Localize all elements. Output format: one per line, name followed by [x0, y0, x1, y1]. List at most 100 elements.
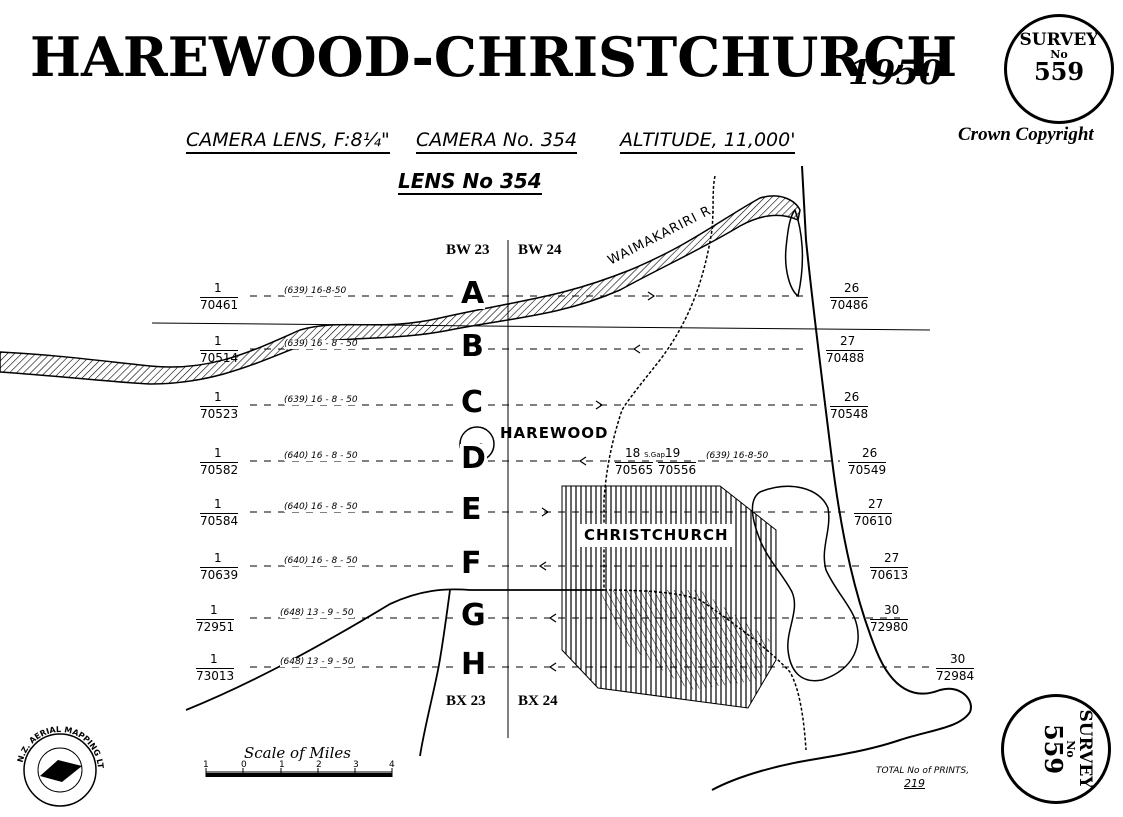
run-flight-info: (639) 16-8-50: [284, 286, 347, 296]
flight-runs: [250, 291, 930, 672]
altitude-label: ALTITUDE, 11,000': [620, 131, 796, 154]
flight-direction-arrow: [578, 456, 587, 466]
logo-plane-icon: [40, 760, 82, 782]
harewood-label: HAREWOOD: [500, 424, 609, 442]
flight-direction-arrow: [548, 613, 557, 623]
tile-label-bx23: BX 23: [446, 693, 486, 709]
scale-tick-label: 1: [279, 760, 285, 770]
gap-left-top-number: 18: [625, 446, 641, 460]
total-prints-label: TOTAL No of PRINTS,: [876, 766, 970, 776]
logo-text: N.Z. AERIAL MAPPING LTD.: [0, 0, 105, 769]
run-start-top: 1: [210, 603, 218, 617]
run-letter: A: [460, 276, 486, 311]
run-start-print: 70461: [200, 297, 239, 312]
gap-right-info: (639) 16-8-50: [706, 451, 769, 461]
flight-direction-arrow: [538, 561, 547, 571]
run-flight-info: (640) 16 - 8 - 50: [284, 556, 358, 566]
seal-no-word: No: [1050, 48, 1068, 61]
logo-ring: [23, 733, 97, 807]
survey-seal-top-text: SURVEY No 559: [1004, 32, 1114, 84]
gap-left-bottom: 70565: [615, 462, 654, 477]
main-road-south: [419, 589, 451, 757]
run-start-print: 70639: [200, 567, 239, 582]
scale-tick-label: 3: [353, 760, 359, 770]
gap-right-top: 19: [665, 446, 681, 460]
scale-tick-label: 2: [316, 760, 322, 770]
main-road-west: [185, 588, 604, 711]
tile-label-bw24: BW 24: [518, 242, 562, 258]
survey-seal-top: [1004, 14, 1114, 124]
run-letter: E: [460, 492, 483, 527]
run-letter: D: [460, 441, 487, 476]
gap-left-top: 18 S.Gap.: [625, 447, 667, 459]
run-letter: H: [460, 647, 488, 682]
gap-right-bottom: 70556: [658, 462, 697, 477]
run-end-top: 27: [868, 497, 884, 511]
run-end-print: 70549: [848, 462, 887, 477]
flight-direction-arrow: [632, 344, 641, 354]
estuary-outline: [751, 485, 859, 682]
run-start-top: 1: [214, 446, 222, 460]
seal-survey-word: SURVEY: [1019, 30, 1099, 50]
run-end-print: 70488: [826, 350, 865, 365]
run-start-print: 70584: [200, 513, 239, 528]
survey-seal-bottom: [1001, 694, 1111, 804]
scale-tick-label: 4: [389, 760, 395, 770]
logo-inner-ring: [37, 747, 83, 793]
run-end-print: 72980: [870, 619, 909, 634]
scale-bar-fill: [206, 773, 392, 777]
aerial-mapping-logo: N.Z. AERIAL MAPPING LTD.: [0, 0, 105, 807]
flight-direction-arrow: [595, 400, 604, 410]
run-end-print: 70610: [854, 513, 893, 528]
run-start-top: 1: [214, 497, 222, 511]
coastline: [711, 165, 972, 791]
run-end-print: 70613: [870, 567, 909, 582]
run-end-print: 70486: [830, 297, 869, 312]
run-start-top: 1: [214, 551, 222, 565]
run-letter: C: [460, 385, 485, 420]
map-year: 1950: [848, 53, 943, 93]
run-start-top: 1: [210, 652, 218, 666]
river-mouth-spit: [784, 208, 804, 298]
flight-direction-arrow: [647, 291, 656, 301]
tile-label-bx24: BX 24: [518, 693, 558, 709]
run-flight-info: (640) 16 - 8 - 50: [284, 502, 358, 512]
run-end-top: 26: [844, 281, 860, 295]
run-flight-info: (648) 13 - 9 - 50: [280, 608, 354, 618]
camera-lens-label: CAMERA LENS, F:8¼": [186, 131, 390, 154]
scale-tick-label: 0: [241, 760, 247, 770]
scale-tick-label: 1: [203, 760, 209, 770]
christchurch-urban-area-shading: [600, 590, 770, 690]
grid-line-horizontal: [151, 322, 931, 331]
run-end-top: 26: [862, 446, 878, 460]
run-end-top: 26: [844, 390, 860, 404]
tile-label-bw23: BW 23: [446, 242, 490, 258]
lens-number-label: LENS No 354: [398, 169, 542, 195]
waimakariri-river: [0, 195, 801, 385]
flight-direction-arrow: [548, 662, 557, 672]
railway-north: [603, 175, 716, 590]
run-start-print: 70514: [200, 350, 239, 365]
total-prints: TOTAL No of PRINTS, 219: [876, 766, 969, 790]
run-start-print: 73013: [196, 668, 235, 683]
run-end-top: 27: [840, 334, 856, 348]
copyright-notice: Crown Copyright: [958, 124, 1094, 145]
scale-bar-ticks: [205, 768, 393, 777]
run-letter: G: [460, 598, 487, 633]
seal-number: 559: [1033, 57, 1085, 86]
map-title: HAREWOOD-CHRISTCHURCH: [30, 25, 958, 89]
total-prints-value: 219: [904, 776, 925, 790]
run-flight-info: (639) 16 - 8 - 50: [284, 339, 358, 349]
run-end-top: 30: [950, 652, 966, 666]
run-start-top: 1: [214, 281, 222, 295]
gap-label: S.Gap.: [644, 451, 668, 459]
run-letter: B: [460, 329, 485, 364]
run-end-top: 30: [884, 603, 900, 617]
run-end-print: 70548: [830, 406, 869, 421]
run-flight-info: (639) 16 - 8 - 50: [284, 395, 358, 405]
scale-label: Scale of Miles: [244, 744, 351, 762]
christchurch-label-box: CHRISTCHURCH: [578, 524, 735, 547]
run-start-print: 72951: [196, 619, 235, 634]
